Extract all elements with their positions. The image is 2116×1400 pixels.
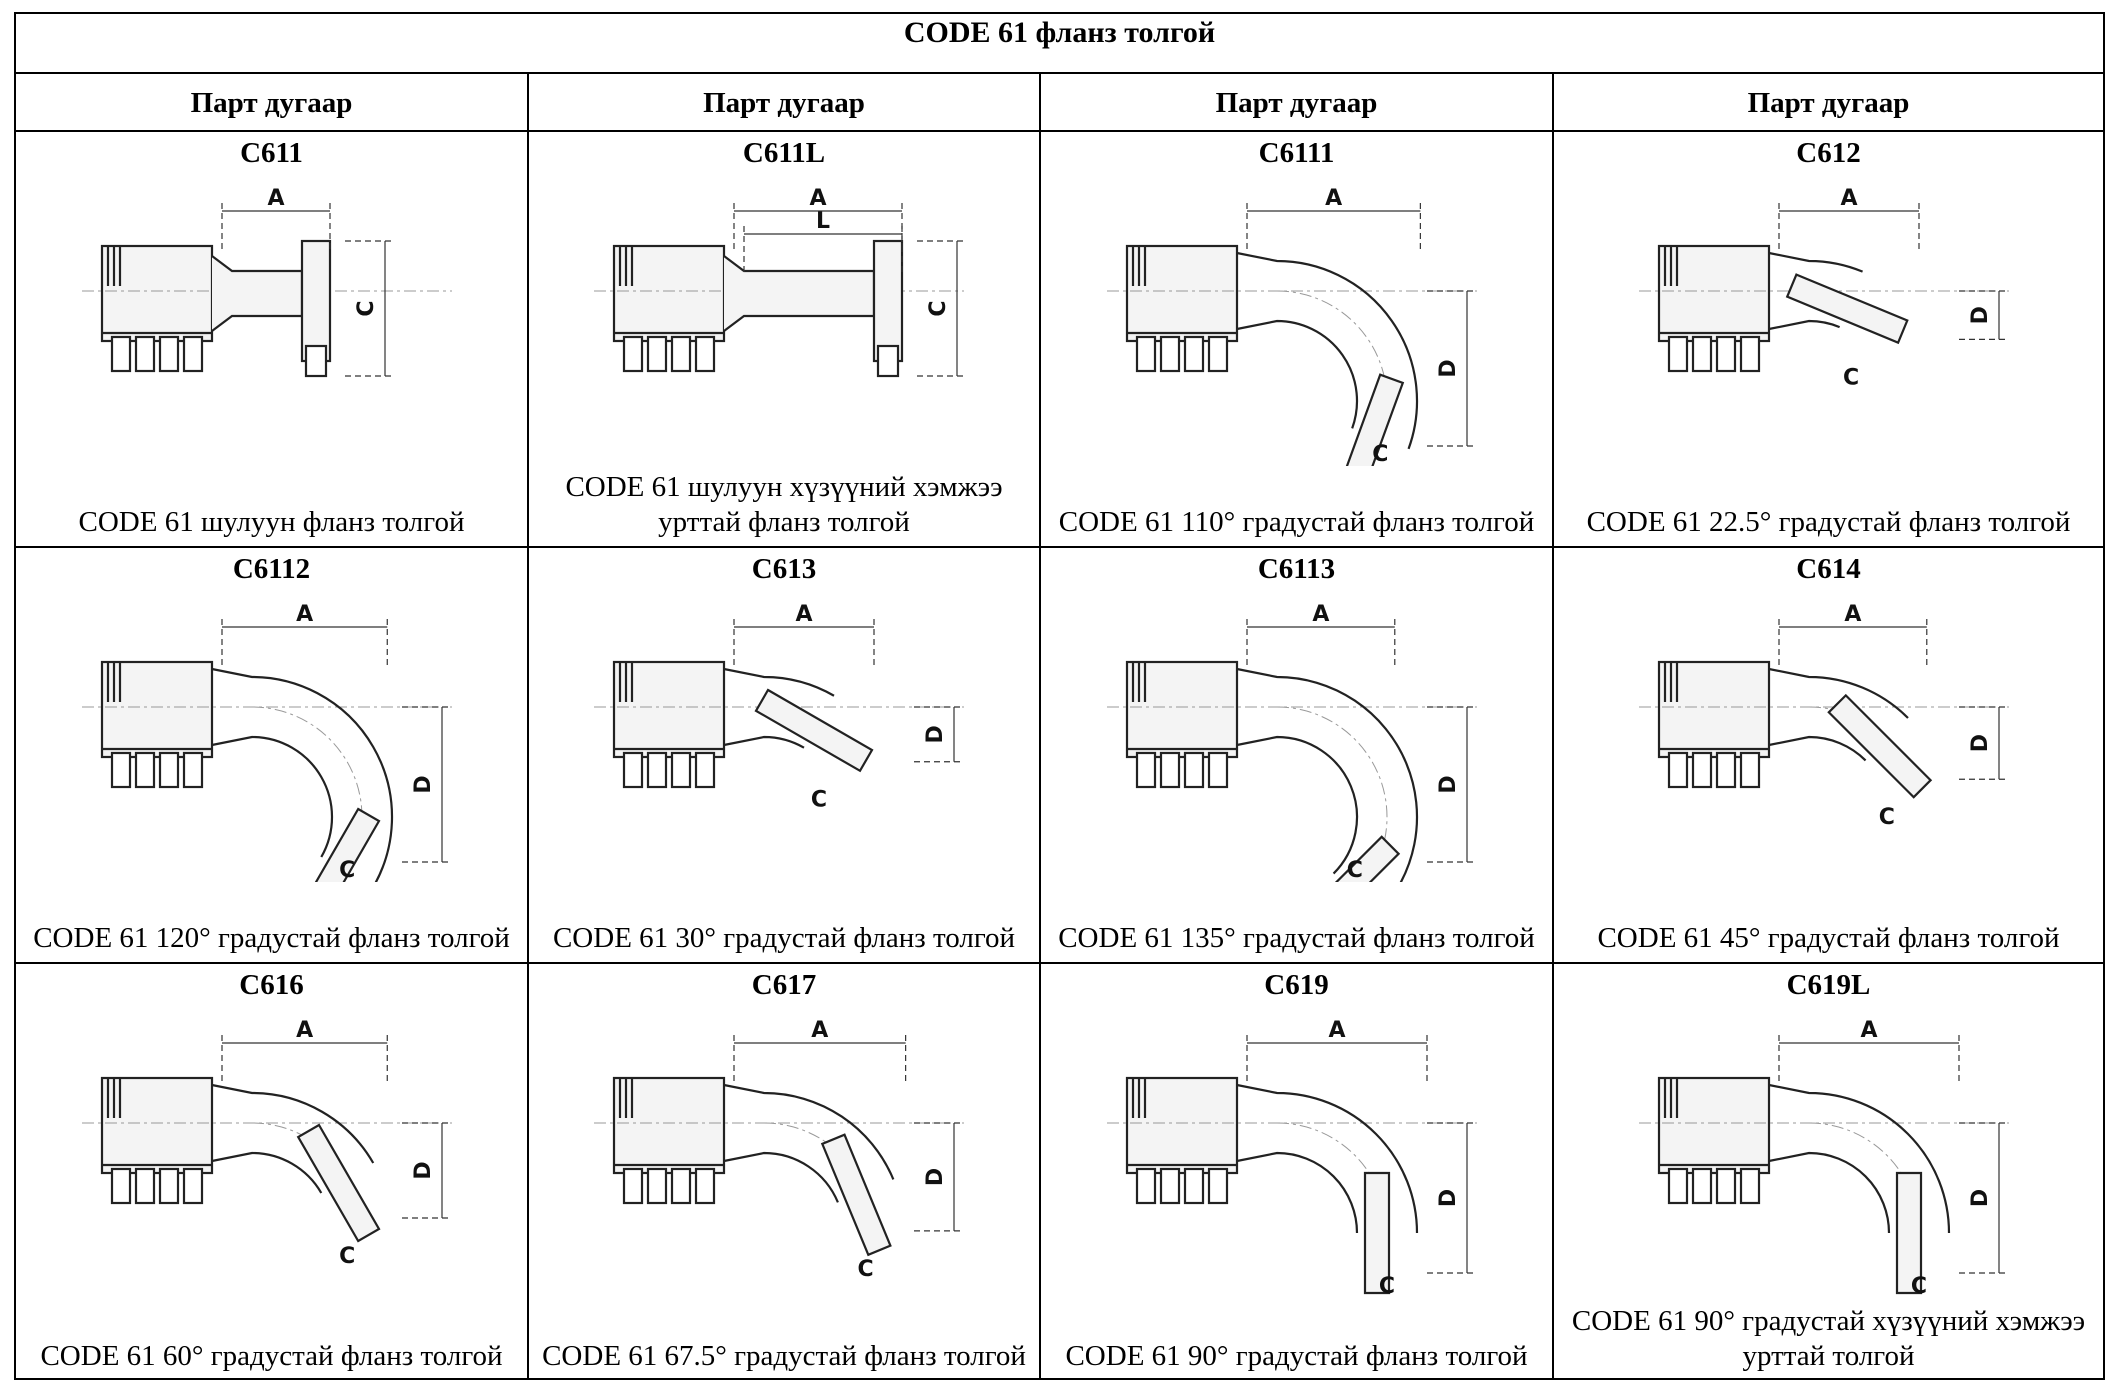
part-description: CODE 61 90° градустай хүзүүний хэмжээ ур…	[1571, 1305, 2086, 1372]
table-title: CODE 61 фланз толгой	[16, 14, 2103, 74]
dimension-label: D	[923, 725, 948, 743]
part-description: CODE 61 30° градустай фланз толгой	[552, 922, 1016, 954]
column-header: Парт дугаар	[1041, 74, 1554, 130]
part-number: C611L	[742, 137, 826, 169]
catalog-table: CODE 61 фланз толгой Парт дугаар Парт ду…	[14, 12, 2105, 1380]
dimension-label: D	[1436, 775, 1461, 793]
dimension-label: C	[339, 858, 355, 882]
part-number: C614	[1796, 553, 1861, 585]
part-number: C613	[751, 553, 817, 585]
dimension-label: D	[1968, 1189, 1993, 1207]
elbow-120-flange-fitting-icon: A D C	[62, 592, 482, 882]
part-number: C617	[751, 969, 817, 1001]
dimension-label: C	[858, 1257, 874, 1282]
part-number: C6112	[232, 553, 311, 585]
dimension-label: D	[1436, 1189, 1461, 1207]
elbow-45-flange-fitting-icon: A D C	[1619, 592, 2039, 882]
dimension-label: C	[926, 300, 951, 316]
dimension-label: A	[296, 602, 313, 627]
dimension-label: C	[354, 300, 379, 316]
dimension-label: A	[296, 1018, 313, 1043]
part-description: CODE 61 135° градустай фланз толгой	[1058, 922, 1535, 954]
dimension-label: D	[1968, 734, 1993, 752]
elbow-90-flange-fitting-icon: A D C	[1087, 1008, 1507, 1298]
dimension-label: A	[1860, 1018, 1877, 1043]
part-description: CODE 61 шулуун фланз толгой	[78, 506, 465, 538]
part-description: CODE 61 шулуун хүзүүний хэмжээ урттай фл…	[565, 471, 1003, 538]
elbow-110-flange-fitting-icon: A D C	[1087, 176, 1507, 466]
dimension-label: C	[1843, 365, 1859, 390]
elbow-60-flange-fitting-icon: A D C	[62, 1008, 482, 1298]
dimension-label: A	[1325, 186, 1342, 211]
part-number: C619L	[1786, 969, 1871, 1001]
dimension-label: C	[1346, 858, 1362, 882]
elbow-30-flange-fitting-icon: A D C	[574, 592, 994, 882]
dimension-label: C	[1372, 442, 1388, 466]
dimension-label: D	[923, 1168, 948, 1186]
part-number: C616	[239, 969, 304, 1001]
part-description: CODE 61 110° градустай фланз толгой	[1058, 506, 1535, 538]
elbow-135-flange-fitting-icon: A D C	[1087, 592, 1507, 882]
dimension-label: A	[1312, 602, 1329, 627]
column-header: Парт дугаар	[16, 74, 529, 130]
dimension-label: D	[1436, 359, 1461, 377]
part-description: CODE 61 120° градустай фланз толгой	[33, 922, 510, 954]
dimension-label: A	[1840, 186, 1857, 211]
part-description: CODE 61 60° градустай фланз толгой	[40, 1340, 503, 1372]
dimension-label: D	[411, 1161, 436, 1179]
dimension-label: C	[1378, 1274, 1394, 1298]
header-row: Парт дугаар Парт дугаар Парт дугаар Парт…	[16, 74, 2103, 132]
part-description: CODE 61 22.5° градустай фланз толгой	[1586, 506, 2071, 538]
column-header: Парт дугаар	[529, 74, 1041, 130]
part-number: C611	[240, 137, 303, 169]
dimension-label: A	[1844, 602, 1861, 627]
dimension-label: C	[339, 1244, 355, 1269]
part-description: CODE 61 45° градустай фланз толгой	[1597, 922, 2060, 954]
dimension-label: A	[811, 1018, 828, 1043]
dimension-label: A	[809, 186, 826, 211]
part-number: C619	[1264, 969, 1329, 1001]
dimension-label: L	[816, 209, 830, 234]
dimension-label: A	[795, 602, 812, 627]
dimension-label: D	[1968, 306, 1993, 324]
elbow-67-5-flange-fitting-icon: A D C	[574, 1008, 994, 1298]
dimension-label: C	[1878, 805, 1894, 830]
part-description: CODE 61 67.5° градустай фланз толгой	[542, 1340, 1026, 1372]
part-number: C6113	[1257, 553, 1336, 585]
part-number: C612	[1796, 137, 1861, 169]
dimension-label: A	[1328, 1018, 1345, 1043]
part-number: C6111	[1258, 137, 1335, 169]
part-cell: C619L A D C CODE 61 90° градустай хүзүүний х…	[1554, 964, 2103, 1380]
dimension-label: C	[811, 788, 827, 813]
column-header: Парт дугаар	[1747, 87, 1910, 119]
dimension-label: D	[411, 775, 436, 793]
elbow-22-5-flange-fitting-icon: A D C	[1619, 176, 2039, 466]
dimension-label: C	[1910, 1274, 1926, 1298]
dimension-label: A	[267, 186, 284, 211]
elbow-90-long-neck-flange-fitting-icon: A D C	[1619, 1008, 2039, 1298]
part-description: CODE 61 90° градустай фланз толгой	[1065, 1340, 1528, 1372]
